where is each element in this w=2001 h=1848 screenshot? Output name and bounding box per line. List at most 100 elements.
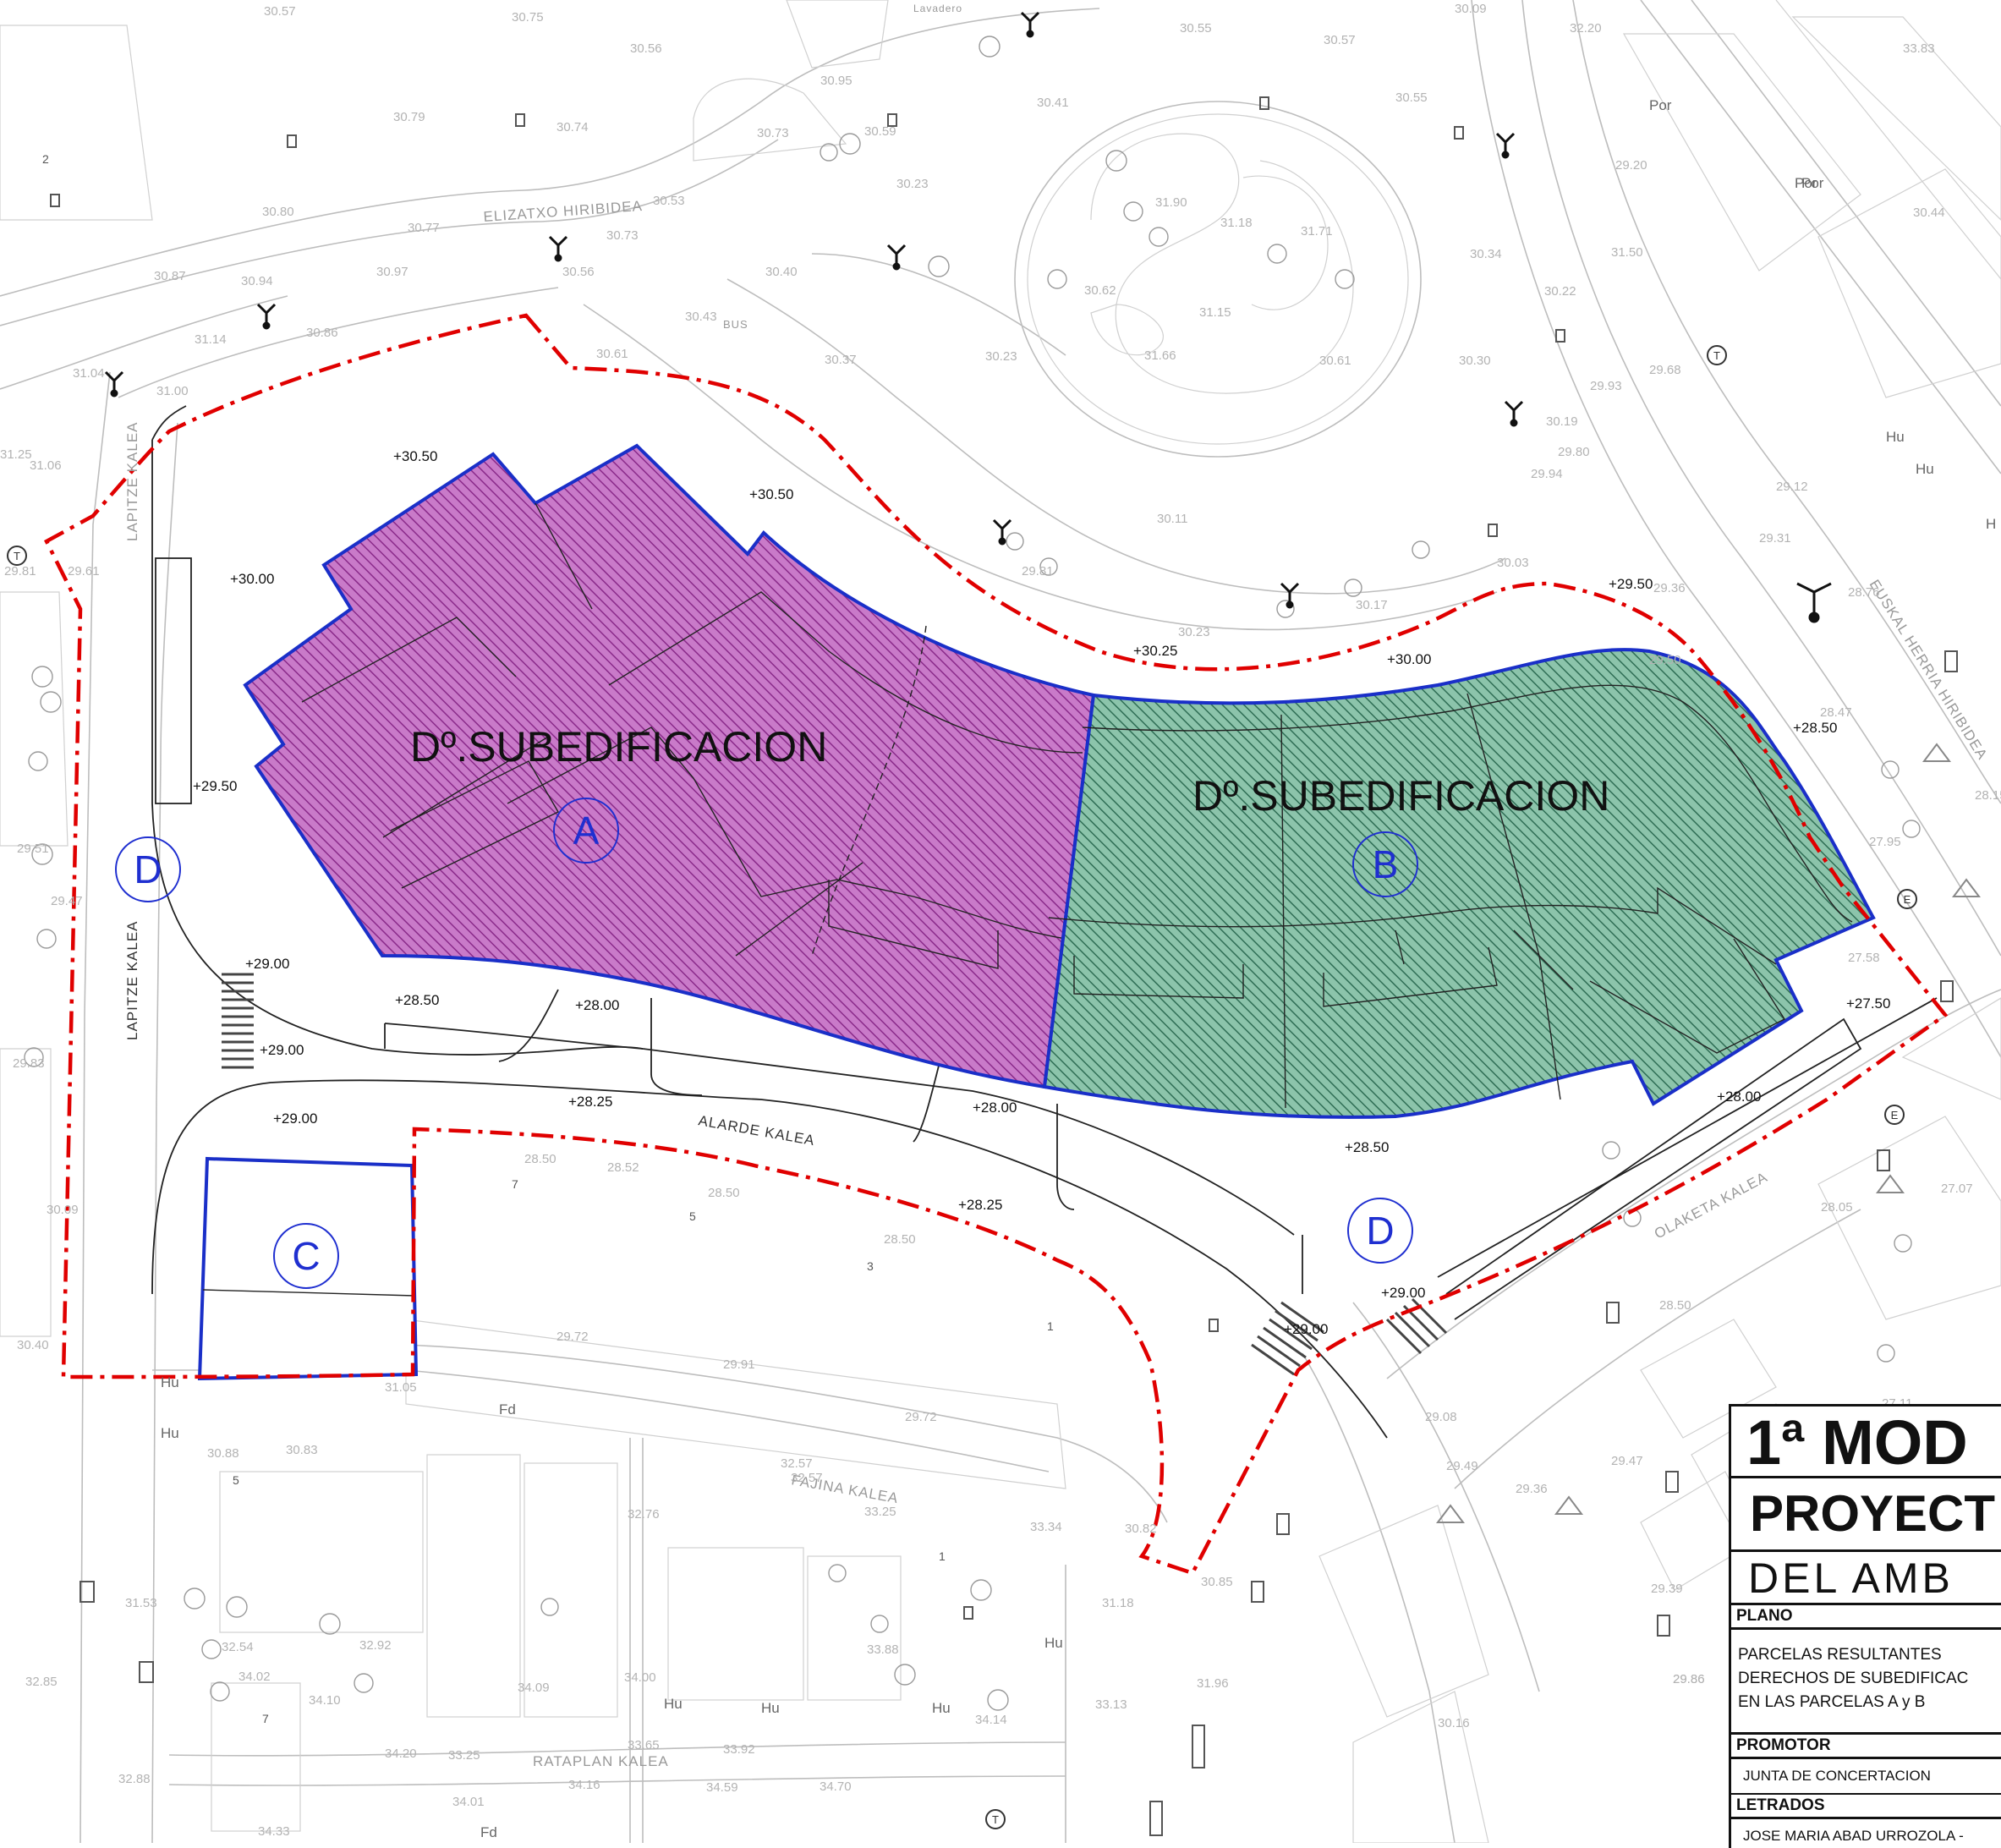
spot-height: 30.88 [207, 1446, 239, 1461]
spot-height: 30.40 [765, 265, 798, 279]
street-alarde: ALARDE KALEA [697, 1112, 816, 1149]
spot-height: 29.47 [51, 894, 83, 908]
plano-line-2: DERECHOS DE SUBEDIFICAC [1738, 1670, 1969, 1687]
spot-height: 29.36 [1516, 1482, 1548, 1496]
spot-height: 34.00 [624, 1670, 656, 1685]
design-level: +30.50 [393, 448, 437, 464]
street-rataplan: RATAPLAN KALEA [533, 1753, 669, 1769]
spot-height: 27.58 [1848, 951, 1880, 965]
spot-height: 30.30 [1459, 354, 1491, 368]
lot-number: 3 [867, 1259, 874, 1273]
design-level: +29.00 [273, 1110, 317, 1127]
design-level: +28.00 [575, 997, 619, 1013]
spot-height: 29.20 [1615, 158, 1647, 173]
spot-height: 31.90 [1155, 195, 1187, 210]
spot-height: 29.51 [17, 842, 49, 856]
title-block: 1ª MOD PROYECT DEL AMB PLANO PARCELAS RE… [1729, 1404, 2001, 1848]
parcel-b[interactable] [1042, 648, 1876, 1119]
design-level: +28.50 [1345, 1139, 1389, 1155]
parcel-b-letter: B [1373, 842, 1399, 886]
title-line-2: PROYECT [1750, 1485, 1996, 1542]
spot-height: 30.56 [630, 41, 662, 56]
spot-height: 28.50 [1659, 1298, 1691, 1313]
spot-height: 28.52 [607, 1160, 639, 1175]
spot-height: 33.25 [864, 1505, 896, 1519]
map-label: Hu [664, 1696, 683, 1712]
spot-height: 29.47 [1611, 1454, 1643, 1468]
parcel-labels: Dº.SUBEDIFICACION Dº.SUBEDIFICACION A B … [115, 723, 1609, 1289]
spot-height: 30.41 [1037, 96, 1069, 110]
design-level: +28.50 [395, 992, 439, 1008]
parcel-a[interactable] [243, 443, 1096, 1089]
design-level: +28.25 [568, 1094, 612, 1110]
spot-height: 30.16 [1438, 1716, 1470, 1730]
spot-height: 31.05 [385, 1380, 417, 1395]
spot-height: 31.50 [1611, 245, 1643, 260]
parcel-a-area [243, 443, 1096, 1089]
spot-height: 30.37 [825, 353, 857, 367]
design-level: +30.00 [230, 571, 274, 587]
title-line-3: DEL AMB [1748, 1555, 1954, 1602]
spot-height: 27.95 [1869, 835, 1901, 849]
spot-height: 30.03 [1497, 556, 1529, 570]
plano-line-1: PARCELAS RESULTANTES [1738, 1646, 1942, 1664]
spot-height: 29.08 [1425, 1410, 1457, 1424]
lavadero-label: Lavadero [913, 3, 962, 14]
spot-height: 28.50 [884, 1232, 916, 1247]
parcel-d-marker-east[interactable] [1347, 1198, 1413, 1264]
spot-height: 32.76 [628, 1507, 660, 1522]
spot-height: 29.61 [68, 564, 100, 579]
parcel-b-marker[interactable] [1352, 831, 1418, 897]
spot-height: 29.86 [1673, 1672, 1705, 1686]
spot-height: 34.33 [258, 1824, 290, 1839]
spot-height: 30.87 [154, 269, 186, 283]
spot-height: 33.25 [448, 1748, 480, 1763]
spot-height: 29.83 [13, 1056, 45, 1071]
lot-number: 5 [233, 1473, 239, 1487]
design-level: +29.50 [1609, 576, 1653, 592]
plan-boundary [44, 313, 1949, 1576]
spot-height: 30.73 [606, 228, 639, 243]
map-label: H [1986, 516, 1996, 532]
street-euskal-herria: EUSKAL HERRIA HIRIBIDEA [1867, 577, 1991, 763]
spot-height: 30.59 [864, 124, 896, 139]
spot-height: 30.23 [985, 349, 1017, 364]
spot-height: 30.40 [17, 1338, 49, 1352]
parcel-a-marker[interactable] [553, 798, 619, 864]
design-level: +28.00 [973, 1099, 1017, 1116]
parcel-c[interactable] [197, 1156, 419, 1381]
spot-height: 30.22 [1544, 284, 1576, 299]
spot-height: 30.79 [393, 110, 425, 124]
spot-height: 30.34 [1470, 247, 1502, 261]
spot-height: 32.85 [25, 1675, 58, 1689]
spot-height: 29.39 [1651, 1582, 1683, 1596]
design-level-labels: +30.50 +30.50 +30.00 +29.50 +29.00 +28.5… [193, 448, 1890, 1337]
svg-text:T: T [1713, 349, 1720, 362]
spot-height: 33.13 [1095, 1697, 1127, 1712]
spot-height: 29.12 [1776, 480, 1808, 494]
spot-height: 34.10 [309, 1693, 341, 1708]
parcel-c-marker[interactable] [273, 1223, 339, 1289]
spot-height: 28.76 [1848, 585, 1880, 600]
plano-section: PARCELAS RESULTANTES DERECHOS DE SUBEDIF… [1731, 1630, 2001, 1732]
spot-height: 33.34 [1030, 1520, 1062, 1534]
spot-height: 30.53 [653, 194, 685, 208]
promotor-section: JUNTA DE CONCERTACION [1731, 1759, 2001, 1793]
spot-height: 30.83 [286, 1443, 318, 1457]
design-level: +28.50 [1793, 720, 1837, 736]
map-label: Hu [932, 1700, 951, 1716]
spot-height: 30.73 [757, 126, 789, 140]
design-level: +29.50 [193, 778, 237, 794]
lot-number: 7 [262, 1712, 269, 1725]
spot-height: 30.80 [262, 205, 294, 219]
spot-height: 32.20 [1570, 21, 1602, 36]
parcel-d-marker-west[interactable] [115, 836, 181, 902]
svg-text:T: T [14, 550, 20, 562]
spot-height: 31.14 [195, 332, 227, 347]
design-level: +30.50 [749, 486, 793, 502]
lot-number: 1 [939, 1549, 946, 1563]
spot-height: 31.71 [1301, 224, 1333, 239]
spot-height: 34.59 [706, 1780, 738, 1795]
spot-height: 30.09 [1455, 2, 1487, 16]
